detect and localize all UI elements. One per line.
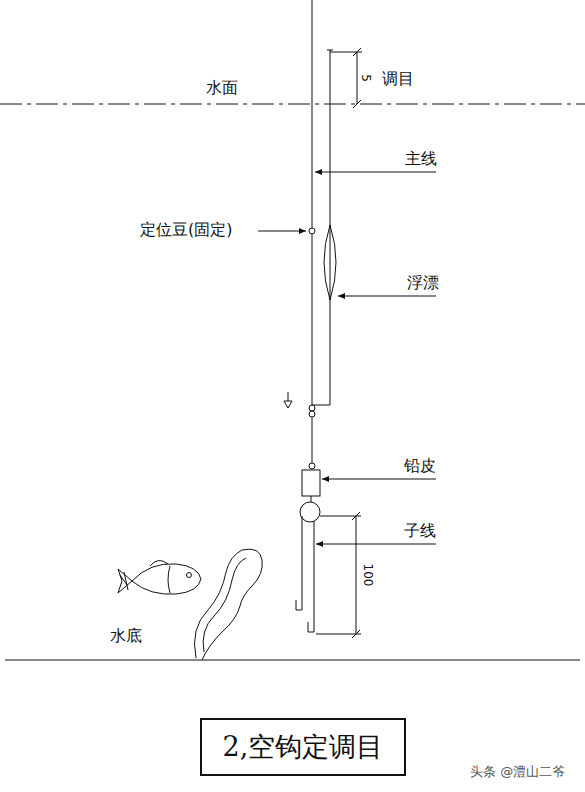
fish [132,564,201,594]
water-bottom-label: 水底 [110,628,142,644]
title-frame: 2,空钩定调目 [200,718,406,776]
part-label: 定位豆(固定) [140,222,232,238]
hook-line [314,521,315,628]
hook [296,600,302,610]
dimension-label: 调目 [382,71,414,87]
connector-ring [300,502,320,522]
main-line [312,0,313,405]
float-body [324,225,336,300]
hook-line [302,516,303,606]
lead-sheet [302,470,320,496]
diagram-title: 2,空钩定调目 [223,729,384,765]
water-surface-line [0,104,585,105]
part-label: 主线 [403,151,439,167]
water-bottom-line [5,660,580,661]
part-label: 浮漂 [405,275,441,291]
watermark: 头条 @澧山二爷 [470,765,565,778]
water-weed [195,549,263,660]
part-label: 铅皮 [402,458,438,474]
water-surface-label: 水面 [206,80,238,96]
hook [308,622,314,632]
stop-bead [309,228,315,234]
part-label: 子线 [402,523,438,539]
dimension-number: 100 [362,564,374,587]
dimension-number: 5 [360,74,372,82]
float-stem [330,50,331,405]
